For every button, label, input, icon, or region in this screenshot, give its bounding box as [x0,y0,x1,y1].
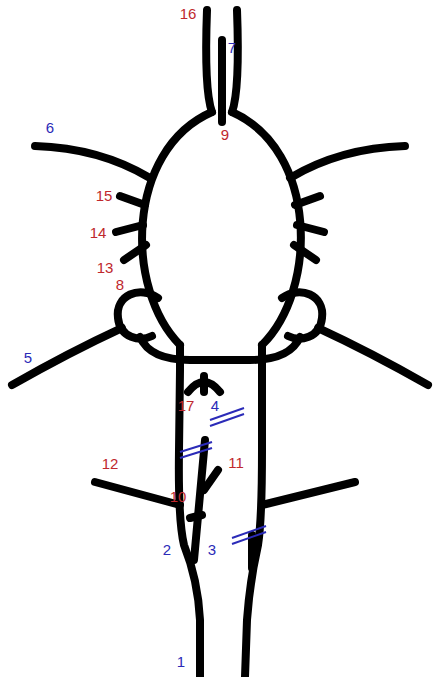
callout-number: 6 [46,120,54,136]
callout-number: 10 [170,489,187,505]
callout-number: 17 [178,398,195,414]
callout-number: 8 [116,277,124,293]
break-marks [180,408,266,544]
callout-number: 7 [228,40,236,56]
callout-number: 12 [102,456,119,472]
callout-number: 16 [180,6,197,22]
callout-number: 3 [208,542,216,558]
callout-number: 9 [221,127,229,143]
callout-number: 13 [97,260,114,276]
callout-number: 2 [163,542,171,558]
callout-number: 15 [96,188,113,204]
callout-number: 14 [90,225,107,241]
callout-number: 4 [211,398,219,414]
callout-number: 5 [24,350,32,366]
callout-number: 1 [177,654,185,670]
callout-number: 11 [228,455,244,471]
